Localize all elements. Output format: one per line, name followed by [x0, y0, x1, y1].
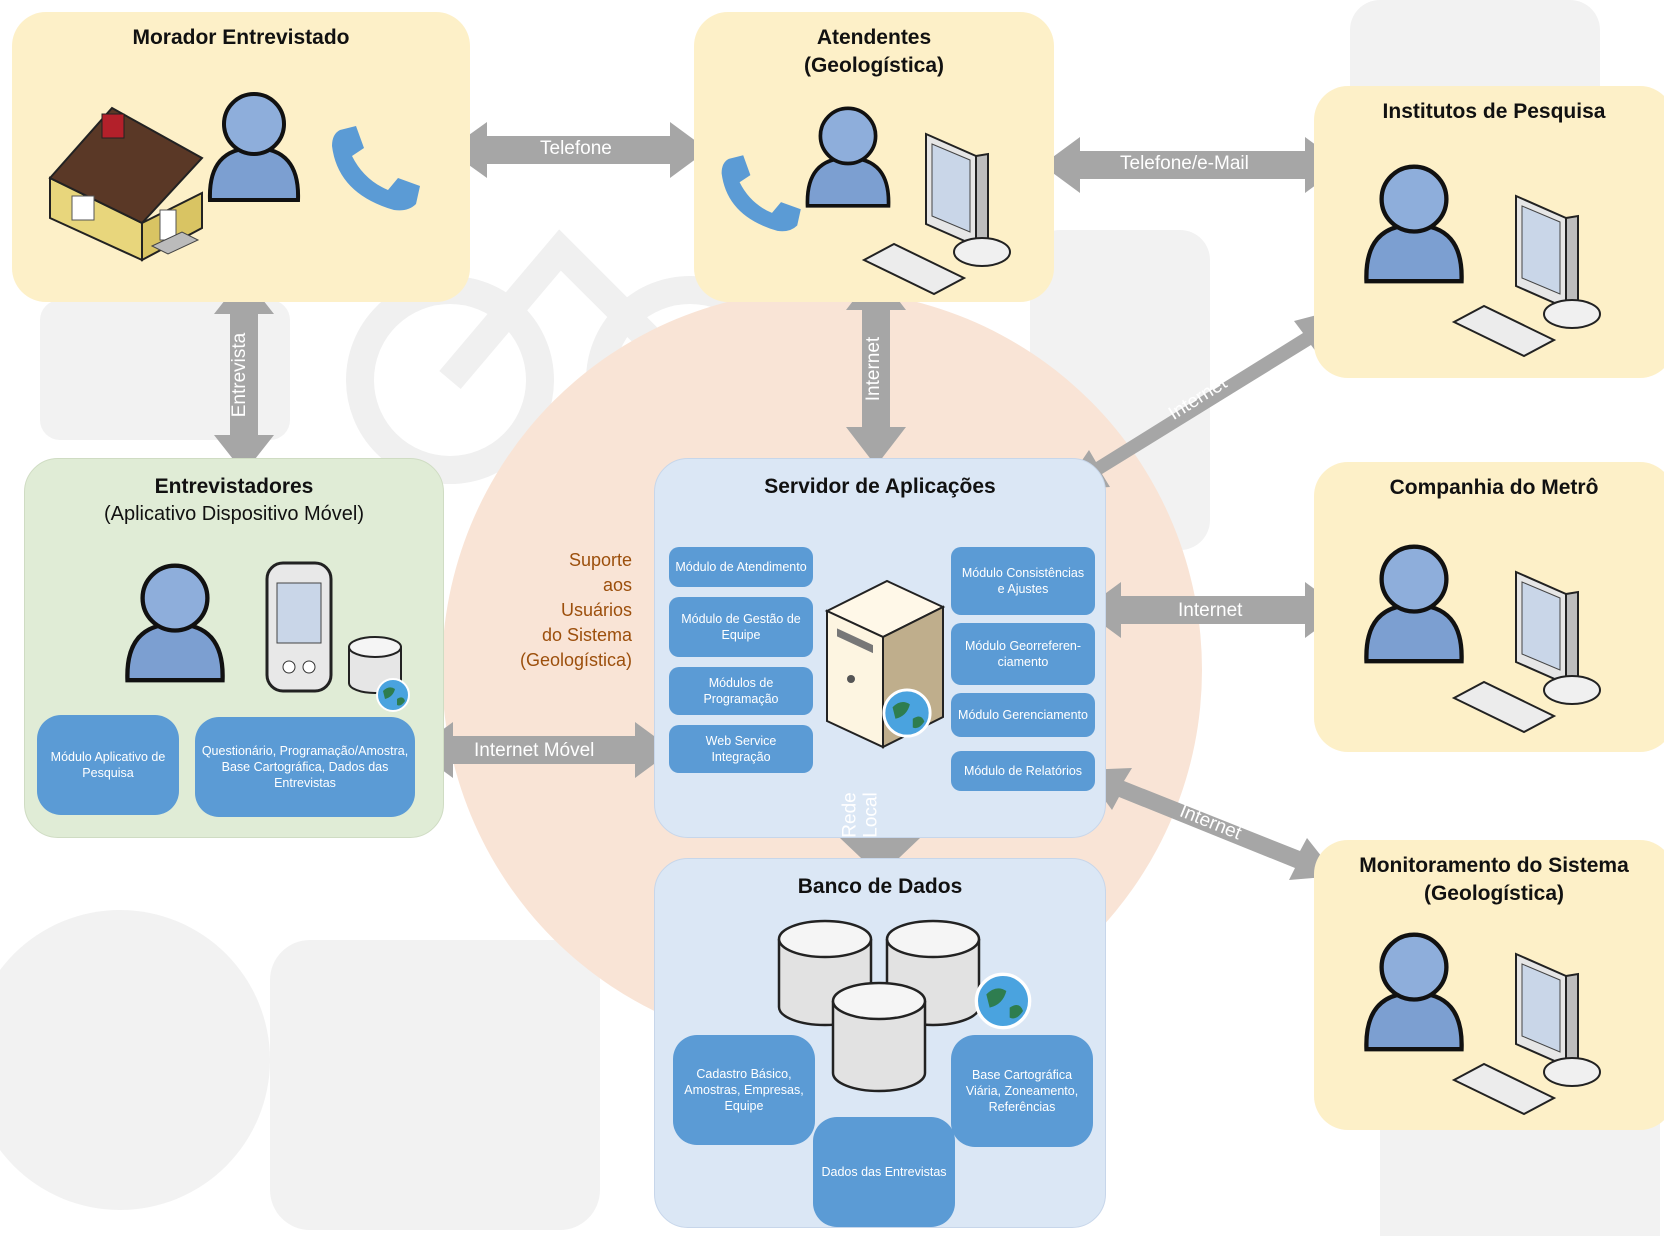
- node-companhia: Companhia do Metrô: [1314, 462, 1664, 752]
- node-title: Entrevistadores: [154, 475, 314, 498]
- computer-icon: [1451, 570, 1601, 734]
- house-icon: [48, 106, 204, 262]
- database-icon: [777, 919, 981, 1093]
- globe-icon: [882, 688, 932, 738]
- node-title: Banco de Dados: [797, 875, 963, 898]
- node-title: Companhia do Metrô: [1389, 476, 1599, 499]
- person-icon: [805, 106, 891, 208]
- module-aplicativo-pesquisa: Módulo Aplicativo de Pesquisa: [37, 715, 179, 815]
- node-morador: Morador Entrevistado: [12, 12, 470, 302]
- node-title-line2: (Geologística): [803, 54, 945, 77]
- keyboard-icon: [1451, 1062, 1557, 1116]
- module-dados-entrevistas: Dados das Entrevistas: [813, 1117, 955, 1227]
- keyboard-icon: [1451, 304, 1557, 358]
- entrevista-arrow: [214, 276, 274, 473]
- support-line: Suporte: [568, 550, 632, 570]
- internet-atendentes-arrow: [846, 271, 906, 466]
- entrevista-label: Entrevista: [229, 332, 251, 418]
- module-georreferenciamento: Módulo Georreferen-ciamento: [951, 623, 1095, 685]
- internet-monitoramento-arrow: [1083, 768, 1337, 880]
- node-entrevistadores: Entrevistadores (Aplicativo Dispositivo …: [24, 458, 444, 838]
- keyboard-icon: [861, 242, 967, 296]
- node-servidor: Servidor de Aplicações Módulo de Atendim…: [654, 458, 1106, 838]
- internet-companhia-label: Internet: [1178, 600, 1243, 621]
- keyboard-icon: [1451, 680, 1557, 734]
- module-relatorios: Módulo de Relatórios: [951, 751, 1095, 791]
- node-monitoramento: Monitoramento do Sistema (Geologística): [1314, 840, 1664, 1130]
- globe-icon: [974, 972, 1032, 1030]
- node-atendentes: Atendentes (Geologística): [694, 12, 1054, 302]
- internet-movel-label: Internet Móvel: [474, 740, 595, 761]
- computer-icon: [1451, 194, 1601, 358]
- module-questionario: Questionário, Programação/Amostra, Base …: [195, 717, 415, 817]
- internet-companhia-arrow: [1083, 582, 1343, 638]
- module-atendimento: Módulo de Atendimento: [669, 547, 813, 587]
- module-programacao: Módulos de Programação: [669, 667, 813, 715]
- mobile-device-icon: [265, 561, 333, 693]
- person-icon: [1364, 544, 1464, 664]
- rede-label: Rede: [839, 792, 861, 838]
- globe-icon: [376, 678, 410, 712]
- person-icon: [1364, 164, 1464, 284]
- node-subtitle: (Aplicativo Dispositivo Móvel): [103, 503, 365, 525]
- internet-institutos-arrow: [1062, 310, 1336, 490]
- node-title-line2: (Geologística): [1423, 882, 1565, 905]
- internet-atendentes-label: Internet: [863, 336, 885, 402]
- support-line: (Geologística): [519, 650, 632, 670]
- module-consistencias: Módulo Consistências e Ajustes: [951, 547, 1095, 615]
- telefone-email-arrow: [1042, 137, 1343, 193]
- node-title: Institutos de Pesquisa: [1382, 100, 1606, 123]
- module-gerenciamento: Módulo Gerenciamento: [951, 693, 1095, 737]
- support-line: aos: [602, 575, 632, 595]
- module-web-service: Web Service Integração: [669, 725, 813, 773]
- module-cadastro-basico: Cadastro Básico, Amostras, Empresas, Equ…: [673, 1035, 815, 1145]
- person-icon: [125, 563, 225, 683]
- internet-movel-arrow: [415, 722, 673, 778]
- module-base-cartografica: Base Cartográfica Viária, Zoneamento, Re…: [951, 1035, 1093, 1147]
- telefone-label: Telefone: [540, 138, 612, 159]
- support-label: Suporte aos Usuários do Sistema (Geologí…: [480, 548, 632, 673]
- person-icon: [207, 92, 301, 202]
- telefone-arrow: [448, 122, 708, 178]
- node-title: Morador Entrevistado: [132, 26, 350, 49]
- local-label: Local: [860, 792, 882, 838]
- node-title: Servidor de Aplicações: [764, 475, 996, 498]
- module-gestao-equipe: Módulo de Gestão de Equipe: [669, 597, 813, 657]
- phone-icon: [721, 155, 801, 232]
- node-institutos: Institutos de Pesquisa: [1314, 86, 1664, 378]
- telefone-email-label: Telefone/e-Mail: [1120, 153, 1249, 174]
- support-line: Usuários: [560, 600, 632, 620]
- person-icon: [1364, 932, 1464, 1052]
- computer-icon: [1451, 952, 1601, 1116]
- computer-icon: [861, 132, 1011, 296]
- node-banco: Banco de Dados Cadastro Básico, Amostras…: [654, 858, 1106, 1228]
- node-title-line1: Atendentes: [816, 26, 932, 49]
- support-line: do Sistema: [541, 625, 632, 645]
- phone-icon: [332, 126, 420, 211]
- node-title-line1: Monitoramento do Sistema: [1359, 854, 1629, 877]
- rede-local-label: Rede Local: [840, 792, 882, 837]
